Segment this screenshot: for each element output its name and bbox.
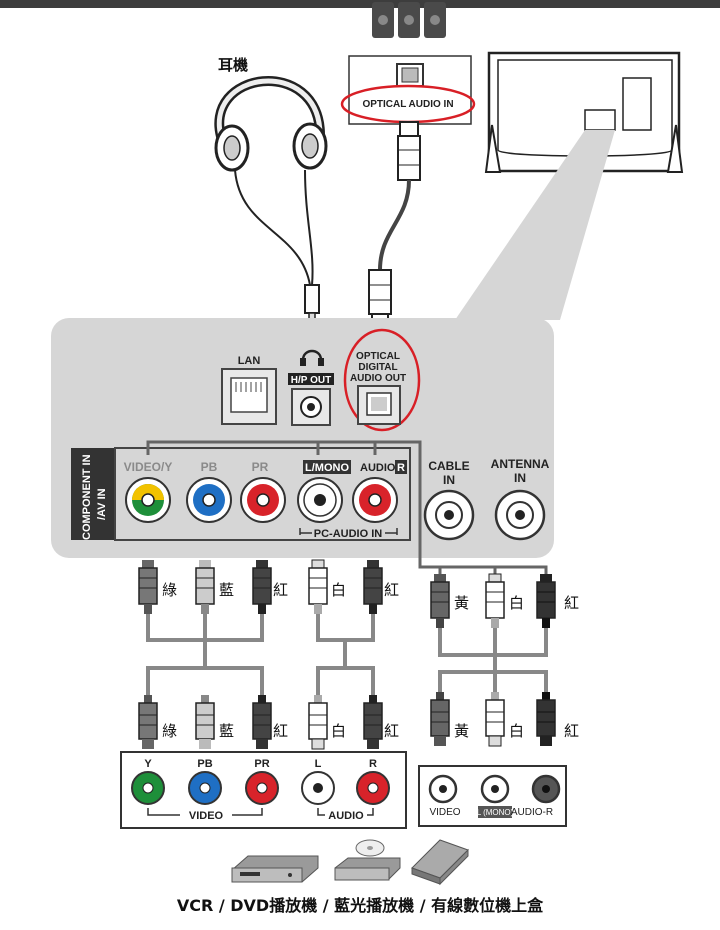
dev-r-label: R (369, 758, 377, 770)
pb-label: PB (201, 460, 218, 474)
dev2-lmono-label: L (MONO) (477, 808, 514, 817)
zoom-wedge (455, 130, 615, 320)
hp-out-label: H/P OUT (291, 375, 331, 386)
component-side-label-2: /AV IN (96, 488, 108, 520)
jack-pr (240, 477, 286, 523)
cable-label-1: CABLE (428, 459, 469, 473)
cable-label-2: IN (443, 473, 455, 487)
component-side-label-bg (71, 448, 115, 540)
top-strip (0, 0, 720, 8)
routing-line (146, 440, 548, 574)
l-mono-label: L/MONO (305, 462, 349, 474)
plug-label-green-bottom: 綠 (162, 722, 177, 740)
device-caption: VCR / DVD播放機 / 藍光播放機 / 有線數位機上盒 (176, 896, 544, 915)
tv-rear-panel (51, 318, 554, 558)
l-mono-label-bg (303, 460, 351, 474)
headphones-icon (214, 76, 328, 286)
component-group-box (114, 447, 411, 541)
jack-l-mono (297, 477, 343, 523)
dev-jack-l (301, 771, 335, 805)
optical-out-label-1: OPTICAL (356, 351, 400, 362)
optical-out-label-3: AUDIO OUT (350, 373, 406, 384)
hp-out-jack (291, 388, 331, 426)
plug-label-red-r-top: 紅 (564, 594, 579, 612)
lan-port (221, 368, 277, 425)
plug-label-white-r-top: 白 (509, 594, 524, 612)
plug-label-green-top: 綠 (162, 581, 177, 599)
video-y-label: VIDEO/Y (124, 460, 173, 474)
dev2-lmono-bg (478, 806, 512, 818)
dev-video-label: VIDEO (189, 810, 224, 822)
antenna-label-2: IN (514, 471, 526, 485)
antenna-label-1: ANTENNA (491, 457, 550, 471)
tv-icon (484, 51, 684, 173)
plug-label-white-top: 白 (331, 581, 346, 599)
jack-video-y (125, 477, 171, 523)
dev-jack-r (356, 771, 390, 805)
plug-label-white-r-bottom: 白 (509, 722, 524, 740)
dvd-player-icon (231, 855, 319, 883)
dev-l-label: L (315, 758, 322, 770)
plug-label-yellow-bottom: 黃 (454, 722, 469, 740)
plug-label-blue-bottom: 藍 (219, 722, 234, 740)
plug-label-blue-top: 藍 (219, 581, 234, 599)
dev2-video-label: VIDEO (429, 807, 460, 818)
right-cable-set (430, 573, 556, 747)
jack-audio-r (352, 477, 398, 523)
pc-audio-in-label: PC-AUDIO IN (314, 528, 383, 540)
dev-y-label: Y (144, 758, 152, 770)
headphone-small-icon (300, 349, 324, 366)
optical-out-label-2: DIGITAL (358, 362, 397, 373)
plug-label-red2-bottom: 紅 (384, 722, 399, 740)
plug-label-red2-top: 紅 (384, 581, 399, 599)
dev2-jack-l (480, 774, 510, 804)
antenna-in-jack (494, 489, 546, 541)
set-top-box-icon (411, 839, 469, 886)
dev-pb-label: PB (197, 758, 212, 770)
left-cable-set (138, 559, 383, 750)
component-side-label-1: COMPONENT IN (81, 454, 93, 540)
plug-label-red-r-bottom: 紅 (564, 722, 579, 740)
plug-label-red-bottom: 紅 (273, 722, 288, 740)
dev-pr-label: PR (254, 758, 269, 770)
r-label: R (397, 462, 405, 474)
headphones-label: 耳機 (218, 56, 248, 74)
dev-jack-pb (188, 771, 222, 805)
dev2-jack-video (428, 774, 458, 804)
plug-label-white-bottom: 白 (331, 722, 346, 740)
cable-in-jack (423, 489, 475, 541)
optical-cable (368, 121, 421, 337)
dev-jack-pr (245, 771, 279, 805)
dev-jack-y (131, 771, 165, 805)
bluray-player-icon (334, 839, 401, 881)
optical-out-port (357, 385, 401, 425)
optical-audio-in-label: OPTICAL AUDIO IN (362, 99, 453, 110)
pr-label: PR (252, 460, 269, 474)
jack-pb (186, 477, 232, 523)
plug-label-yellow-top: 黃 (454, 594, 469, 612)
dev2-jack-r (531, 774, 561, 804)
audio-label: AUDIO (360, 462, 396, 474)
lan-label: LAN (238, 355, 261, 367)
highlight-ring-optical-out (343, 328, 421, 432)
dev2-audio-r-label: AUDIO-R (511, 807, 553, 818)
hp-out-label-bg (288, 373, 334, 385)
speaker-icon (372, 2, 446, 38)
dev-audio-label: AUDIO (328, 810, 364, 822)
plug-label-red-top: 紅 (273, 581, 288, 599)
